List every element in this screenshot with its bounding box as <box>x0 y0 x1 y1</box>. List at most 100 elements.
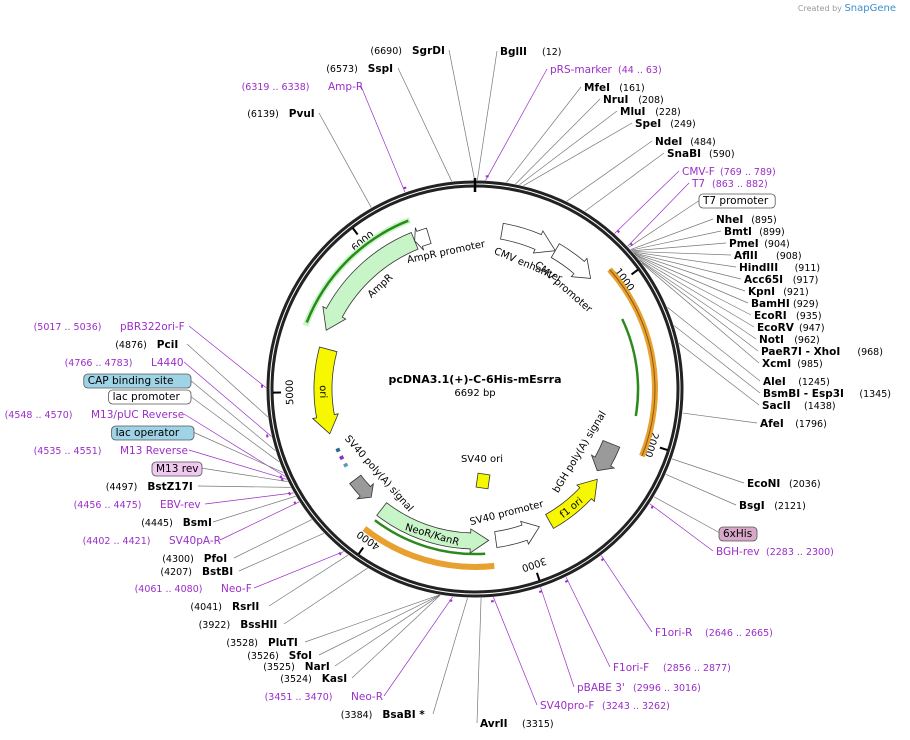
tick-label: 3000 <box>520 555 548 574</box>
leader-line <box>665 474 737 506</box>
primer-pbr322ori-f: pBR322ori-F(5017 .. 5036) <box>34 321 185 333</box>
f1-ori-arrow <box>545 478 598 529</box>
label-position: (4535 .. 4551) <box>34 446 102 457</box>
label-name: M13 rev <box>156 463 199 475</box>
neo-orf-arc-green <box>374 519 486 556</box>
primer-prs-marker: pRS-marker(44 .. 63) <box>550 64 662 76</box>
label-position: (895) <box>751 215 777 226</box>
label-name: M13/pUC Reverse <box>91 409 184 421</box>
primer-mark <box>650 505 654 509</box>
label-name: AleI <box>763 376 786 388</box>
label-position: (228) <box>655 107 681 118</box>
label-position: (4041) <box>190 602 222 613</box>
label-position: (484) <box>690 137 716 148</box>
enzyme-rsrii: RsrII (4041) <box>190 601 259 613</box>
leader-line <box>638 259 757 340</box>
leader-line <box>493 597 538 706</box>
label-name: NheI <box>716 214 743 226</box>
enzyme-hindiii: HindIII(911) <box>739 262 820 274</box>
enzyme-alei: AleI(1245) <box>763 376 830 388</box>
snapgene-credit: Created by SnapGene <box>798 3 896 14</box>
label-name: BsmBI - Esp3I <box>763 388 844 400</box>
sv40-ori-box <box>475 472 491 490</box>
leader-line <box>360 85 406 193</box>
label-name: RsrII <box>232 601 259 613</box>
label-leader-lines <box>183 49 761 724</box>
leader-line <box>383 596 453 697</box>
label-name: MluI <box>620 106 645 118</box>
label-name: AflII <box>734 250 758 262</box>
label-name: PfoI <box>204 553 227 565</box>
primer-mark <box>403 186 407 190</box>
leader-line <box>628 199 701 248</box>
label-position: (917) <box>793 275 819 286</box>
primer-t7: T7(863 .. 882) <box>691 178 768 190</box>
label-name: Acc65I <box>744 274 783 286</box>
enzyme-ndei: NdeI(484) <box>655 136 716 148</box>
label-name: SfoI <box>289 650 312 662</box>
leader-line <box>671 458 745 484</box>
feature-label-box <box>111 425 195 441</box>
leader-line <box>318 594 441 656</box>
label-name: AvrII <box>480 718 508 730</box>
label-name: BamHI <box>751 298 790 310</box>
label-name: EcoNI <box>747 478 780 490</box>
label-position: (4207) <box>160 567 192 578</box>
tick-label: 5000 <box>285 379 296 405</box>
primer-neo-r: Neo-R(3451 .. 3470) <box>265 691 383 703</box>
leader-line <box>283 567 368 625</box>
leader-line <box>432 597 468 715</box>
label-name: Neo-F <box>221 583 252 595</box>
label-name: PvuI <box>289 108 315 120</box>
tick-mark <box>630 268 639 276</box>
label-position: (921) <box>783 287 809 298</box>
feature-lac-promoter: lac promoter <box>108 389 192 405</box>
enzyme-noti: NotI(962) <box>759 334 820 346</box>
label-name: pBR322ori-F <box>120 321 185 333</box>
enzyme-bsmi: BsmI(4445) <box>141 517 212 529</box>
primer-mark <box>265 434 269 438</box>
label-name: KpnI <box>748 286 775 298</box>
primer-mark <box>287 491 292 496</box>
label-name: HindIII <box>739 262 778 274</box>
enzyme-acc65i: Acc65I (917) <box>744 274 818 286</box>
enzyme-mlui: MluI (228) <box>620 106 681 118</box>
label-position: (4402 .. 4421) <box>83 536 151 547</box>
leader-line <box>634 254 749 304</box>
label-position: (12) <box>542 47 562 58</box>
leader-line <box>188 449 287 480</box>
label-name: M13 Reverse <box>120 445 188 457</box>
label-position: (863 .. 882) <box>712 179 768 190</box>
label-name: BstBI <box>202 566 233 578</box>
ampr-green-arc <box>305 219 409 323</box>
label-position: (929) <box>793 299 819 310</box>
leader-line <box>682 412 758 424</box>
label-group: SgrDI(6690)BglII(12)SspI(6573)pRS-marker… <box>5 45 891 730</box>
enzyme-nari: NarI(3525) <box>263 661 330 673</box>
label-position: (1345) <box>859 389 891 400</box>
label-name: KasI <box>322 673 347 685</box>
leader-line <box>200 467 288 482</box>
label-name: PluTI <box>268 637 298 649</box>
label-position: (4766 .. 4783) <box>65 358 133 369</box>
label-name: SV40pA-R <box>169 535 221 547</box>
feature-6xhis: 6xHis <box>718 526 758 542</box>
label-name: MfeI <box>584 82 610 94</box>
primer-mark <box>564 579 569 583</box>
feature-t7-promoter: T7 promoter <box>698 193 776 209</box>
label-name: pBABE 3' <box>577 682 625 694</box>
lac-feature-mark <box>343 462 349 468</box>
plasmid-name: pcDNA3.1(+)-C-6His-mEsrra <box>389 373 562 386</box>
enzyme-snabi: SnaBI(590) <box>667 148 735 160</box>
tick-mark <box>535 572 541 581</box>
primer-amp-r: Amp-R(6319 .. 6338) <box>242 81 364 93</box>
label-position: (6319 .. 6338) <box>242 82 310 93</box>
label-position: (4445) <box>141 518 173 529</box>
label-name: SnaBI <box>667 148 701 160</box>
label-position: (6690) <box>370 46 402 57</box>
label-position: (3524) <box>280 674 312 685</box>
leader-line <box>186 343 269 418</box>
leader-line <box>631 230 722 251</box>
label-name: BmtI <box>724 226 752 238</box>
sv40-promoter-arrow <box>494 520 541 548</box>
